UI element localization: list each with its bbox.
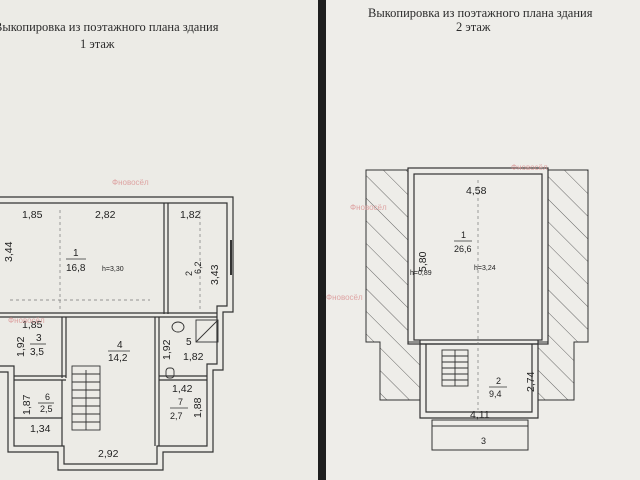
dim-1-92-right: 1,92 bbox=[161, 339, 173, 360]
dim-1-87: 1,87 bbox=[21, 394, 33, 415]
dim-2-92: 2,92 bbox=[98, 448, 119, 460]
room3-number: 3 bbox=[36, 333, 42, 344]
room3-area: 3,5 bbox=[30, 347, 44, 358]
f2-room1-height-high: h=3,24 bbox=[474, 265, 496, 272]
dim-1-34: 1,34 bbox=[30, 423, 51, 435]
room7-number: 7 bbox=[178, 397, 183, 407]
dim-1-82-top: 1,82 bbox=[180, 209, 201, 221]
room1-height: h=3,30 bbox=[102, 266, 124, 273]
floor1-sheet: Выкопировка из поэтажного плана здания 1… bbox=[0, 0, 318, 480]
room4-number: 4 bbox=[117, 340, 123, 351]
f2-room1-height-low: h=0,89 bbox=[410, 270, 432, 277]
dim-3-43: 3,43 bbox=[209, 264, 221, 285]
dim-1-42: 1,42 bbox=[172, 383, 193, 395]
dim-5-80: 5,80 bbox=[417, 251, 429, 272]
dim-2-74: 2,74 bbox=[525, 371, 537, 392]
watermark-mid: Фновосёл bbox=[8, 316, 45, 325]
room1-area: 16,8 bbox=[66, 263, 86, 274]
room1-number: 1 bbox=[73, 248, 79, 259]
f2-room1-number: 1 bbox=[461, 230, 466, 240]
f2-room3-number: 3 bbox=[481, 436, 486, 446]
dim-1-88: 1,88 bbox=[192, 397, 204, 418]
room6-area: 2,5 bbox=[40, 404, 53, 414]
floor2-floor-label: 2 этаж bbox=[456, 20, 491, 34]
dim-1-82-mid: 1,82 bbox=[183, 351, 204, 363]
floor1-floor-label: 1 этаж bbox=[80, 37, 115, 51]
f2-room2-number: 2 bbox=[496, 376, 501, 386]
dim-3-44: 3,44 bbox=[3, 241, 15, 262]
dim-4-11: 4,11 bbox=[470, 409, 490, 421]
room6-number: 6 bbox=[45, 392, 50, 402]
dim-1-92-left: 1,92 bbox=[15, 336, 27, 357]
dim-4-58: 4,58 bbox=[466, 185, 487, 197]
f2-room1-area: 26,6 bbox=[454, 244, 472, 254]
watermark-top: Фновосёл bbox=[112, 178, 149, 187]
floor2-title: Выкопировка из поэтажного плана здания bbox=[368, 6, 593, 20]
floor2-plan: 4,58 5,80 2,74 4,11 1 26,6 h=0,89 h=3,24… bbox=[326, 163, 589, 451]
floor1-plan: 1,85 2,82 1,82 3,44 3,43 1,85 1,92 1,92 … bbox=[0, 178, 234, 471]
room5-number: 5 bbox=[186, 337, 192, 348]
floor1-title: Выкопировка из поэтажного плана здания bbox=[0, 20, 219, 34]
f2-watermark-left: Фновосёл bbox=[350, 203, 387, 212]
floor2-sheet: Выкопировка из поэтажного плана здания 2… bbox=[326, 0, 640, 480]
room2-number: 2 bbox=[184, 271, 194, 276]
room4-area: 14,2 bbox=[108, 353, 128, 364]
f2-room2-area: 9,4 bbox=[489, 389, 502, 399]
dim-1-85-top: 1,85 bbox=[22, 209, 43, 221]
dim-1-85-mid: 1,85 bbox=[22, 319, 43, 331]
room7-area: 2,7 bbox=[170, 411, 183, 421]
f2-watermark-low: Фновосёл bbox=[326, 293, 363, 302]
room2-area: 6,2 bbox=[193, 261, 203, 274]
dim-2-82: 2,82 bbox=[95, 209, 116, 221]
f2-watermark-top: Фновосёл bbox=[511, 163, 548, 172]
